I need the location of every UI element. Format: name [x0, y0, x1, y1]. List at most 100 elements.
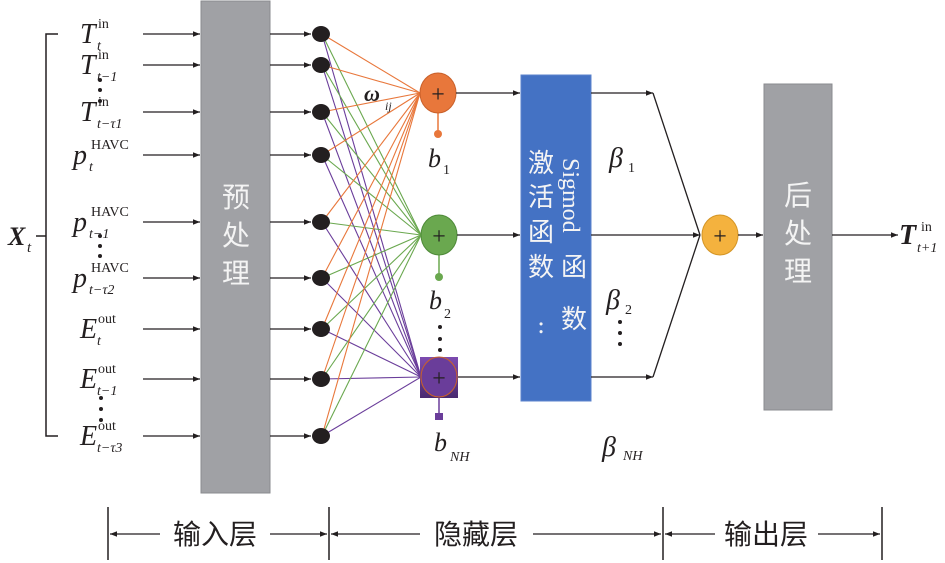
- beta-label-nh: β: [601, 432, 616, 463]
- input-label-6: p HAVC t−τ2: [71, 261, 129, 298]
- weight-edge: [321, 33, 421, 94]
- svg-text:HAVC: HAVC: [91, 205, 129, 220]
- bias-label-1-sub: 1: [443, 163, 450, 178]
- preprocess-box: [200, 0, 271, 494]
- svg-text::: :: [537, 311, 545, 339]
- input-label-4: p HAVC t: [71, 138, 129, 175]
- weight-edge: [321, 64, 422, 378]
- preprocess-char-2: 处: [222, 219, 250, 252]
- bias-label-2-sub: 2: [444, 307, 451, 322]
- beta-ellipsis-dots: [618, 320, 622, 346]
- ellipsis-dot: [98, 99, 102, 103]
- input-node-5: [312, 214, 330, 230]
- ellipsis-dot: [98, 234, 102, 238]
- hidden-node-nh: +: [420, 356, 458, 420]
- svg-text:E: E: [79, 421, 97, 452]
- beta-label-nh-sub: NH: [622, 449, 643, 464]
- output-label: T: [899, 220, 918, 251]
- svg-text:t: t: [97, 334, 102, 349]
- svg-text:p: p: [71, 140, 87, 171]
- output-label-sub: t+1: [917, 241, 937, 256]
- weight-edge: [321, 92, 421, 437]
- postprocess-char-3: 理: [784, 255, 812, 288]
- svg-text:in: in: [98, 48, 109, 63]
- svg-text:p: p: [71, 263, 87, 294]
- activation-box: [520, 74, 592, 402]
- preprocess-char-3: 理: [222, 257, 250, 290]
- ellipsis-dot: [99, 418, 103, 422]
- hidden-ellipsis-dots: [438, 325, 442, 352]
- svg-text:t−τ2: t−τ2: [89, 283, 114, 298]
- weight-edge: [321, 328, 422, 378]
- weight-edge: [321, 92, 421, 380]
- svg-text:t: t: [89, 160, 94, 175]
- sum-icon: +: [432, 224, 446, 250]
- activation-label-col2: Sigmod 函 数: [557, 158, 587, 335]
- svg-text:out: out: [98, 419, 116, 434]
- svg-text:out: out: [98, 362, 116, 377]
- postprocess-char-2: 处: [784, 217, 812, 250]
- weight-edge: [321, 234, 422, 279]
- input-node-8: [312, 371, 330, 387]
- input-ellipsis-dots: [98, 78, 103, 422]
- ellipsis-dot: [98, 244, 102, 248]
- weight-edge: [321, 64, 422, 236]
- input-node-3: [312, 104, 330, 120]
- weight-edge: [321, 92, 421, 113]
- bias-label-2: b: [429, 286, 442, 315]
- svg-text:数: 数: [528, 253, 554, 283]
- layer-label-output: 输出层: [724, 518, 808, 551]
- beta-label-2-sub: 2: [625, 303, 632, 318]
- weight-edge: [321, 33, 422, 236]
- svg-text:数: 数: [561, 305, 587, 335]
- svg-text:活: 活: [528, 183, 554, 213]
- weight-edge: [321, 376, 422, 380]
- hidden-node-1: +: [419, 72, 457, 138]
- svg-text:E: E: [79, 314, 97, 345]
- input-node-9: [312, 428, 330, 444]
- svg-text:E: E: [79, 364, 97, 395]
- svg-text:函: 函: [561, 253, 587, 283]
- weight-edge: [321, 234, 422, 437]
- preprocess-char-1: 预: [222, 181, 250, 214]
- beta-label-1-sub: 1: [628, 161, 635, 176]
- layer-label-input: 输入层: [173, 518, 257, 551]
- bias-label-nh: b: [434, 428, 447, 457]
- input-bracket: [36, 33, 58, 437]
- beta-label-1: β: [608, 143, 623, 174]
- weight-edge: [321, 92, 421, 330]
- bias-label-1: b: [428, 144, 441, 173]
- bias-label-nh-sub: NH: [449, 450, 470, 465]
- weight-edge: [321, 111, 422, 236]
- weight-label: ω: [364, 81, 380, 106]
- svg-text:函: 函: [528, 218, 554, 248]
- svg-text:HAVC: HAVC: [91, 261, 129, 276]
- ellipsis-dot: [98, 254, 102, 258]
- svg-text:t−1: t−1: [97, 70, 117, 85]
- input-node-6: [312, 270, 330, 286]
- svg-text:HAVC: HAVC: [91, 138, 129, 153]
- input-labels: TintTint−1Tint−τ1pHAVCtpHAVCt−1pHAVCt−τ2…: [71, 17, 129, 456]
- svg-text:激: 激: [528, 149, 554, 179]
- sum-icon: +: [713, 224, 727, 250]
- layer-label-hidden: 隐藏层: [434, 518, 518, 551]
- preprocess-arrows: [270, 31, 311, 439]
- weight-edge: [321, 92, 421, 223]
- ellipsis-dot: [99, 396, 103, 400]
- input-node-7: [312, 321, 330, 337]
- ellipsis-dot: [99, 407, 103, 411]
- hidden-node-2: +: [420, 214, 458, 281]
- weight-edge: [321, 221, 422, 236]
- svg-text:t−1: t−1: [97, 384, 117, 399]
- output-label-sup: in: [921, 220, 932, 235]
- layer-dimension-lines: [107, 507, 883, 560]
- activation-to-sum-lines: [591, 90, 701, 380]
- postprocess-char-1: 后: [784, 179, 812, 212]
- weight-edge: [321, 92, 421, 279]
